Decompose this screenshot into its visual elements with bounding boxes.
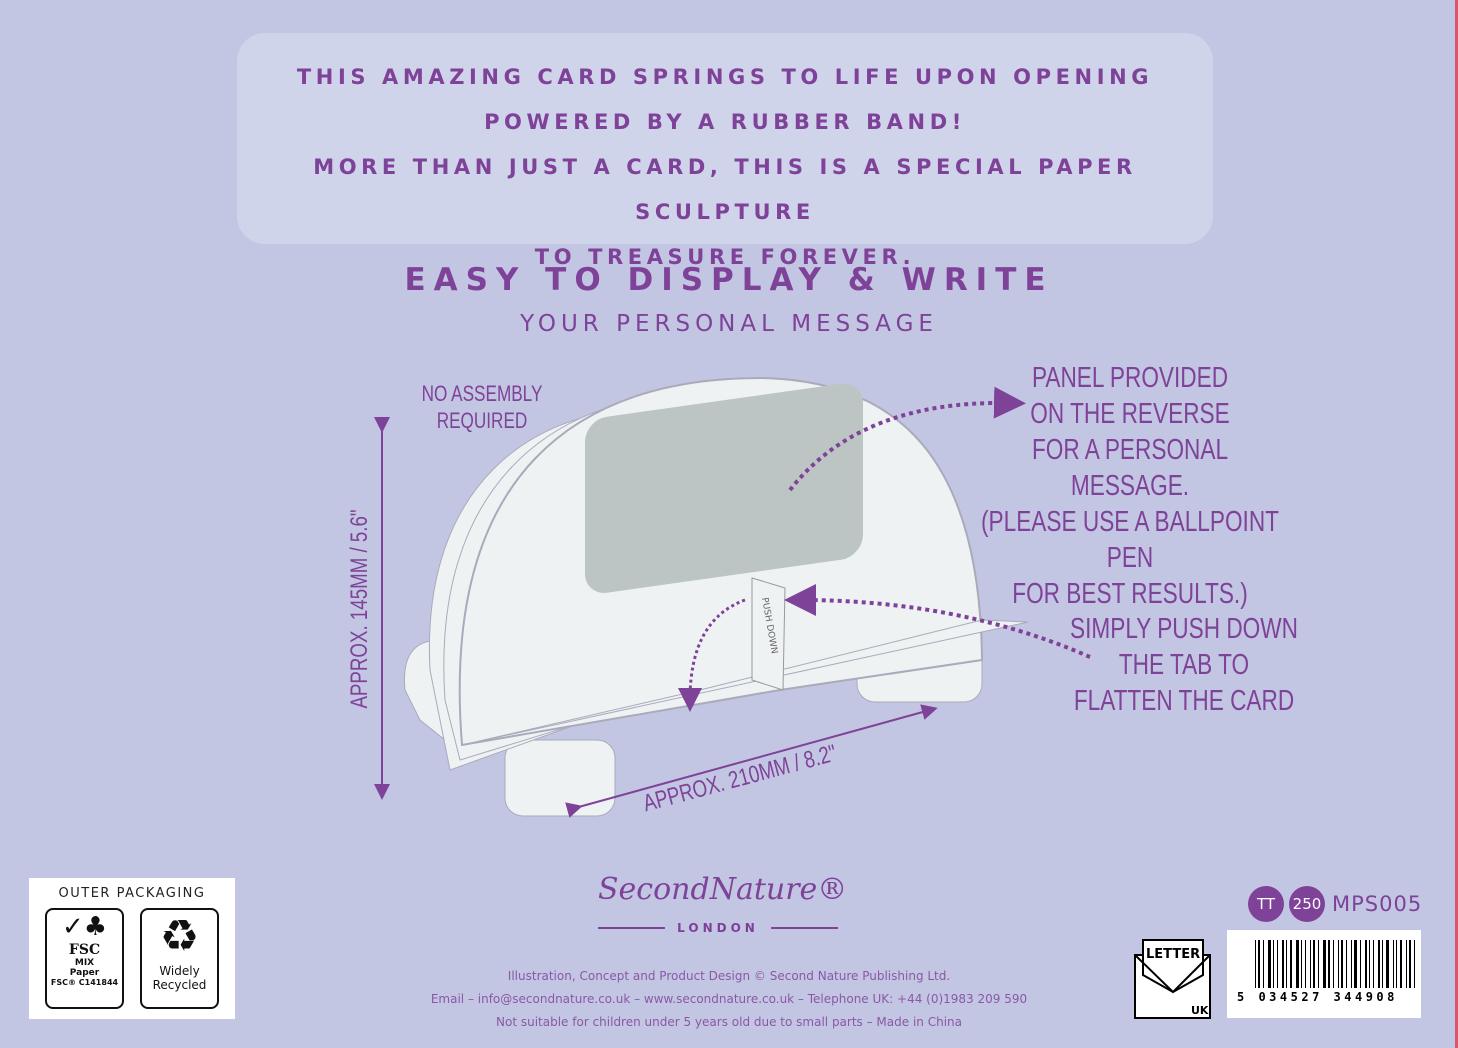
note-line: FOR BEST RESULTS.) [1012,578,1248,610]
subheading: YOUR PERSONAL MESSAGE [520,311,938,337]
barcode-bar [1409,940,1411,988]
barcode-bar [1393,940,1394,988]
fsc-text: Paper [69,968,100,978]
footer-line: Illustration, Concept and Product Design… [507,969,951,983]
barcode-bar [1338,940,1339,988]
logo-city-row: LONDON [598,921,839,935]
barcode-bar [1351,940,1352,988]
barcode: 5 034527 344908 [1227,930,1421,1018]
barcode-bar [1313,940,1315,988]
barcode-bar [1286,940,1287,988]
barcode-bar [1290,940,1292,988]
product-codes: TT 250 MPS005 [1248,886,1422,922]
barcode-bar [1354,940,1357,988]
edge-line [1455,0,1458,1048]
barcode-bar [1373,940,1374,988]
barcode-bar [1396,940,1397,988]
note-line: ON THE REVERSE [1030,398,1230,430]
footer-line: Not suitable for children under 5 years … [496,1015,962,1029]
note-line: PANEL PROVIDED [1031,362,1229,394]
barcode-bar [1400,940,1402,988]
fsc-text: FSC [68,942,101,958]
packaging-title: OUTER PACKAGING [58,886,206,901]
outer-packaging-panel: OUTER PACKAGING ✓♣ FSC MIX Paper FSC® C1… [29,878,235,1019]
barcode-bar [1282,940,1284,988]
barcode-bar [1301,940,1302,988]
barcode-bar [1382,940,1383,988]
barcode-bar [1305,940,1306,988]
barcode-bar [1369,940,1370,988]
weight-badge: 250 [1289,886,1325,922]
footer-line: Email – info@secondnature.co.uk – www.se… [430,992,1028,1006]
note-line: SIMPLY PUSH DOWN [1070,613,1298,645]
barcode-bar [1323,940,1326,988]
barcode-bar [1333,940,1334,988]
barcode-number: 5 034527 344908 [1237,990,1398,1004]
intro-box: THIS AMAZING CARD SPRINGS TO LIFE UPON O… [237,33,1213,269]
barcode-bar [1360,940,1361,988]
intro-line: THIS AMAZING CARD SPRINGS TO LIFE UPON O… [296,65,1154,89]
barcode-bar [1386,940,1389,988]
note-line: FOR A PERSONAL MESSAGE. [1031,434,1229,502]
letter-text: LETTER [1146,947,1200,962]
barcode-bars [1255,940,1415,988]
note-line: (PLEASE USE A BALLPOINT PEN [981,506,1279,574]
barcode-bar [1406,940,1407,988]
tree-icon: ✓♣ [61,912,108,942]
barcode-bar [1296,940,1299,988]
no-assembly-note: NO ASSEMBLY REQUIRED [420,380,545,434]
barcode-bar [1318,940,1319,988]
height-label: APPROX. 145MM / 5.6" [346,509,373,709]
divider [598,927,666,929]
heading: EASY TO DISPLAY & WRITE [404,262,1054,298]
letter-envelope-icon: LETTER UK [1134,939,1211,1019]
brand-logo: SecondNature® LONDON [598,872,848,935]
barcode-bar [1273,940,1274,988]
divider [770,927,839,929]
barcode-bar [1258,940,1260,988]
intro-line: POWERED BY A RUBBER BAND! [484,110,966,134]
note-line: NO ASSEMBLY [421,381,543,406]
recycle-text: Recycled [152,978,207,992]
barcode-bar [1328,940,1330,988]
barcode-bar [1414,940,1415,988]
footer-text: Illustration, Concept and Product Design… [0,965,1458,1034]
barcode-bar [1277,940,1278,988]
barcode-bar [1255,940,1256,988]
tt-badge: TT [1248,886,1284,922]
barcode-bar [1365,940,1367,988]
note-line: THE TAB TO [1118,649,1250,681]
recycle-icon: ♻ [159,911,200,962]
barcode-bar [1378,940,1380,988]
fsc-text: FSC® C141844 [50,978,119,987]
fsc-label: ✓♣ FSC MIX Paper FSC® C141844 [45,908,124,1009]
barcode-bar [1341,940,1343,988]
intro-line: MORE THAN JUST A CARD, THIS IS A SPECIAL… [313,155,1137,224]
logo-city: LONDON [677,921,759,935]
barcode-bar [1346,940,1347,988]
barcode-bar [1263,940,1264,988]
note-line: FLATTEN THE CARD [1073,685,1295,717]
barcode-bar [1310,940,1311,988]
fsc-text: MIX [74,958,95,968]
sku-code: MPS005 [1332,892,1423,916]
uk-text: UK [1191,1004,1209,1017]
recycle-label: ♻ Widely Recycled [140,908,219,1009]
note-line: REQUIRED [436,408,528,433]
barcode-bar [1268,940,1271,988]
logo-script: SecondNature® [598,872,848,907]
recycle-text: Widely [159,964,200,978]
push-note: SIMPLY PUSH DOWN THE TAB TO FLATTEN THE … [1067,611,1301,719]
intro-line: TO TREASURE FOREVER. [534,245,916,269]
panel-note: PANEL PROVIDED ON THE REVERSE FOR A PERS… [974,360,1286,612]
